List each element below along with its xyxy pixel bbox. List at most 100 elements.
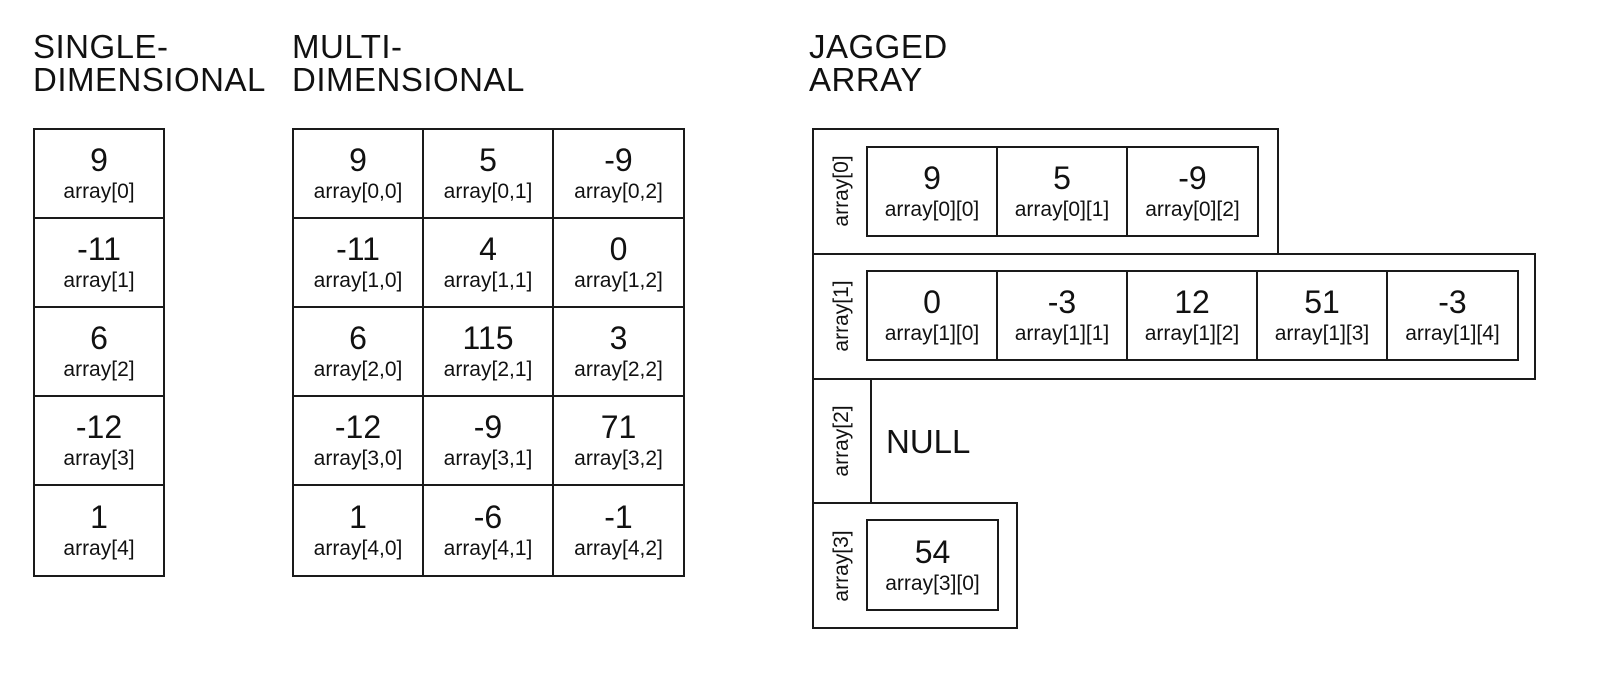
array-cell: -3 array[1][1] xyxy=(996,270,1128,361)
array-cell: 4 array[1,1] xyxy=(422,217,554,308)
cell-index-label: array[1][0] xyxy=(884,322,980,345)
cell-index-label: array[0,1] xyxy=(443,180,533,203)
cell-value: -9 xyxy=(473,409,503,445)
cell-value: -3 xyxy=(1438,284,1467,320)
cell-value: -9 xyxy=(1178,160,1207,196)
array-cell: -12 array[3,0] xyxy=(292,395,424,486)
cell-index-label: array[2,2] xyxy=(574,358,663,381)
cell-value: 1 xyxy=(349,499,367,535)
cell-index-label: array[4,1] xyxy=(443,537,533,560)
jagged-array-title: JAGGED ARRAY xyxy=(809,30,948,96)
jagged-row-label: array[3] xyxy=(830,530,853,602)
divider xyxy=(1016,502,1018,504)
cell-value: -11 xyxy=(77,231,121,267)
cell-value: 0 xyxy=(923,284,941,320)
cell-index-label: array[1,1] xyxy=(443,269,533,292)
title-line: DIMENSIONAL xyxy=(292,61,525,98)
cell-index-label: array[2,0] xyxy=(313,358,403,381)
cell-value: -6 xyxy=(473,499,503,535)
cell-value: 9 xyxy=(90,142,108,178)
cell-index-label: array[0,0] xyxy=(313,180,403,203)
jagged-row-label: array[0] xyxy=(830,155,853,227)
array-cell: 1 array[4,0] xyxy=(292,484,424,577)
title-line: DIMENSIONAL xyxy=(33,61,266,98)
cell-index-label: array[0,2] xyxy=(574,180,663,203)
array-cell: 5 array[0,1] xyxy=(422,128,554,219)
array-cell: 9 array[0] xyxy=(33,128,165,219)
jagged-row-2-container xyxy=(812,378,872,504)
cell-index-label: array[1][2] xyxy=(1144,322,1240,345)
array-cell: -12 array[3] xyxy=(33,395,165,486)
cell-value: -9 xyxy=(604,142,633,178)
cell-index-label: array[3,2] xyxy=(574,447,663,470)
cell-index-label: array[3,1] xyxy=(443,447,533,470)
cell-index-label: array[1][3] xyxy=(1274,322,1370,345)
array-cell: 9 array[0][0] xyxy=(866,146,998,237)
cell-value: 115 xyxy=(462,320,514,356)
cell-value: 12 xyxy=(1174,284,1210,320)
array-cell: -1 array[4,2] xyxy=(552,484,685,577)
cell-index-label: array[1,0] xyxy=(313,269,403,292)
array-cell: -9 array[3,1] xyxy=(422,395,554,486)
cell-value: 5 xyxy=(1053,160,1071,196)
title-line: MULTI- xyxy=(292,28,403,65)
cell-value: 6 xyxy=(349,320,367,356)
cell-index-label: array[1][4] xyxy=(1405,322,1500,345)
array-cell: 6 array[2] xyxy=(33,306,165,397)
cell-index-label: array[3] xyxy=(63,447,135,470)
array-cell: 12 array[1][2] xyxy=(1126,270,1258,361)
array-cell: 71 array[3,2] xyxy=(552,395,685,486)
array-cell: -9 array[0,2] xyxy=(552,128,685,219)
cell-value: -12 xyxy=(75,409,123,445)
jagged-row-label: array[2] xyxy=(830,405,853,477)
cell-index-label: array[0][1] xyxy=(1014,198,1110,221)
multi-dimensional-title: MULTI- DIMENSIONAL xyxy=(292,30,525,96)
cell-index-label: array[1,2] xyxy=(574,269,663,292)
cell-value: 3 xyxy=(609,320,628,356)
cell-index-label: array[0][2] xyxy=(1145,198,1240,221)
array-cell: 1 array[4] xyxy=(33,484,165,577)
array-cell: 54 array[3][0] xyxy=(866,519,999,611)
cell-value: -1 xyxy=(604,499,633,535)
cell-value: 9 xyxy=(923,160,941,196)
array-cell: 51 array[1][3] xyxy=(1256,270,1388,361)
array-cell: -11 array[1,0] xyxy=(292,217,424,308)
array-cell: 3 array[2,2] xyxy=(552,306,685,397)
cell-index-label: array[2,1] xyxy=(443,358,533,381)
cell-value: 1 xyxy=(90,499,108,535)
cell-index-label: array[0] xyxy=(63,180,135,203)
cell-value: 9 xyxy=(349,142,367,178)
array-cell: 115 array[2,1] xyxy=(422,306,554,397)
cell-index-label: array[1][1] xyxy=(1014,322,1110,345)
jagged-row-label: array[1] xyxy=(830,280,853,352)
cell-index-label: array[4,0] xyxy=(313,537,403,560)
title-line: JAGGED xyxy=(809,28,948,65)
array-cell: -3 array[1][4] xyxy=(1386,270,1519,361)
cell-index-label: array[3,0] xyxy=(313,447,403,470)
cell-index-label: array[4] xyxy=(63,537,135,560)
cell-value: 4 xyxy=(479,231,497,267)
array-cell: 0 array[1,2] xyxy=(552,217,685,308)
cell-index-label: array[0][0] xyxy=(884,198,980,221)
title-line: SINGLE- xyxy=(33,28,169,65)
array-cell: 9 array[0,0] xyxy=(292,128,424,219)
cell-index-label: array[2] xyxy=(63,358,135,381)
cell-value: 6 xyxy=(90,320,108,356)
cell-value: -12 xyxy=(334,409,382,445)
array-cell: 6 array[2,0] xyxy=(292,306,424,397)
cell-value: 5 xyxy=(479,142,497,178)
null-label: NULL xyxy=(886,423,971,460)
array-cell: -9 array[0][2] xyxy=(1126,146,1259,237)
cell-value: -3 xyxy=(1047,284,1077,320)
cell-value: -11 xyxy=(336,231,380,267)
cell-index-label: array[1] xyxy=(63,269,135,292)
cell-value: 0 xyxy=(609,231,628,267)
single-dimensional-title: SINGLE- DIMENSIONAL xyxy=(33,30,266,96)
cell-index-label: array[4,2] xyxy=(574,537,663,560)
cell-index-label: array[3][0] xyxy=(885,571,980,595)
array-cell: -6 array[4,1] xyxy=(422,484,554,577)
cell-value: 51 xyxy=(1304,284,1340,320)
title-line: ARRAY xyxy=(809,61,923,98)
cell-value: 54 xyxy=(914,533,951,570)
array-cell: -11 array[1] xyxy=(33,217,165,308)
